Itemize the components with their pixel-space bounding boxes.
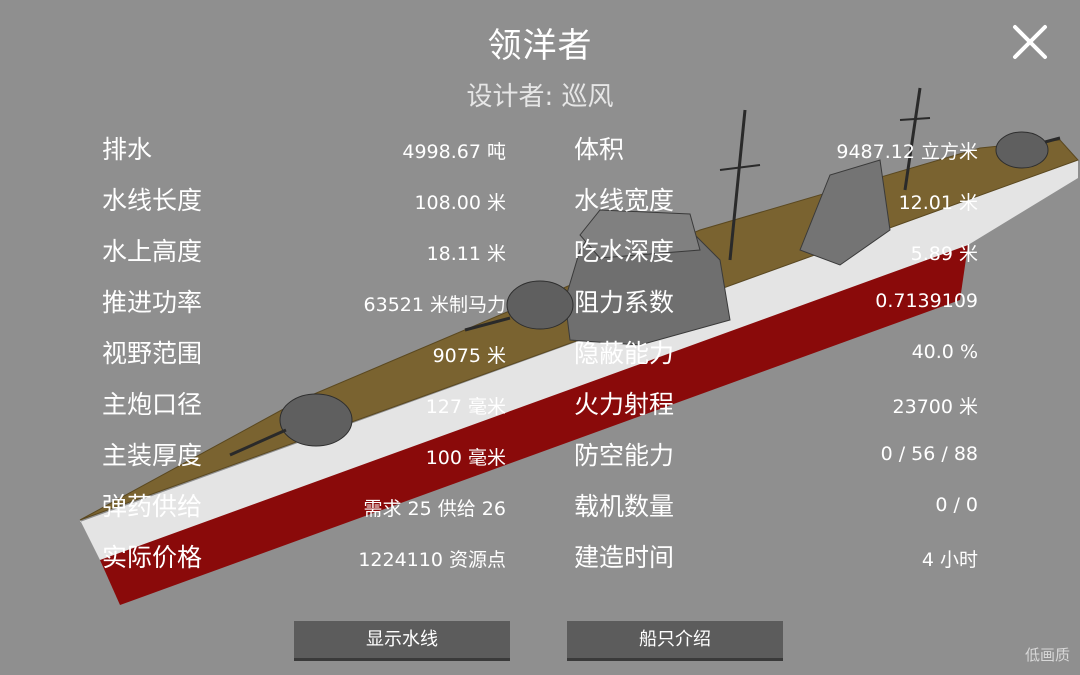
rear-structure [799, 159, 891, 266]
stat-anti-air: 防空能力 0 / 56 / 88 [574, 436, 978, 476]
ship-name: 领洋者 [487, 26, 593, 66]
stat-label: 视野范围 [102, 339, 203, 368]
stat-label: 推进功率 [102, 288, 203, 317]
stat-value: 127 毫米 [425, 396, 506, 418]
close-icon [1013, 25, 1047, 59]
stat-value: 9487.12 立方米 [836, 141, 978, 163]
stat-actual-price: 实际价格 1224110 资源点 [102, 538, 506, 578]
stat-label: 阻力系数 [574, 288, 675, 317]
stat-propulsion-power: 推进功率 63521 米制马力 [102, 283, 506, 323]
stat-value: 40.0 % [911, 341, 978, 363]
stat-draft: 吃水深度 5.89 米 [574, 232, 978, 272]
stat-value: 5.89 米 [910, 243, 978, 265]
stat-fire-range: 火力射程 23700 米 [574, 385, 978, 425]
ship-intro-button[interactable]: 船只介绍 [567, 621, 783, 661]
close-button[interactable] [1010, 22, 1050, 62]
stat-value: 12.01 米 [898, 192, 978, 214]
stat-drag-coefficient: 阻力系数 0.7139109 [574, 283, 978, 323]
stat-label: 吃水深度 [574, 237, 675, 266]
stat-view-range: 视野范围 9075 米 [102, 334, 506, 374]
stat-label: 防空能力 [574, 441, 675, 470]
aft-turret [995, 131, 1049, 169]
stat-label: 载机数量 [574, 492, 675, 521]
designer-label: 设计者: 巡风 [466, 82, 614, 112]
quality-label: 低画质 [1024, 646, 1070, 664]
stat-label: 体积 [574, 135, 625, 164]
forward-turret-a [279, 393, 353, 447]
stat-waterline-length: 水线长度 108.00 米 [102, 181, 506, 221]
show-waterline-button[interactable]: 显示水线 [294, 621, 510, 661]
stat-value: 1224110 资源点 [358, 549, 506, 571]
stat-value: 18.11 米 [426, 243, 506, 265]
stat-value: 0.7139109 [875, 290, 978, 312]
stat-waterline-beam: 水线宽度 12.01 米 [574, 181, 978, 221]
stat-label: 隐蔽能力 [574, 339, 675, 368]
stat-value: 4 小时 [921, 549, 978, 571]
stat-value: 108.00 米 [414, 192, 506, 214]
stat-main-gun-caliber: 主炮口径 127 毫米 [102, 385, 506, 425]
stat-label: 主装厚度 [102, 441, 203, 470]
stat-label: 火力射程 [574, 390, 675, 419]
stat-label: 建造时间 [574, 543, 675, 572]
fore-mast [728, 109, 747, 261]
stat-aircraft-count: 载机数量 0 / 0 [574, 487, 978, 527]
stat-value: 4998.67 吨 [402, 141, 506, 163]
hull-red [100, 245, 968, 605]
stat-label: 主炮口径 [102, 390, 203, 419]
stat-value: 0 / 56 / 88 [880, 443, 978, 465]
forward-turret-b [506, 280, 574, 330]
aft-mast [903, 87, 922, 191]
stat-displacement: 排水 4998.67 吨 [102, 130, 506, 170]
stat-label: 水上高度 [102, 237, 203, 266]
stat-value: 需求 25 供给 26 [363, 498, 506, 520]
bridge [579, 209, 701, 259]
stat-build-time: 建造时间 4 小时 [574, 538, 978, 578]
stat-label: 实际价格 [102, 543, 203, 572]
stat-value: 9075 米 [432, 345, 506, 367]
stat-label: 水线长度 [102, 186, 203, 215]
stat-concealment: 隐蔽能力 40.0 % [574, 334, 978, 374]
stat-label: 排水 [102, 135, 153, 164]
stat-value: 63521 米制马力 [363, 294, 506, 316]
stat-value: 100 毫米 [425, 447, 506, 469]
stat-height-above-water: 水上高度 18.11 米 [102, 232, 506, 272]
stat-value: 23700 米 [892, 396, 978, 418]
stat-label: 弹药供给 [102, 492, 203, 521]
stat-volume: 体积 9487.12 立方米 [574, 130, 978, 170]
stat-main-armor: 主装厚度 100 毫米 [102, 436, 506, 476]
stat-ammo-supply: 弹药供给 需求 25 供给 26 [102, 487, 506, 527]
stat-value: 0 / 0 [935, 494, 978, 516]
stat-label: 水线宽度 [574, 186, 675, 215]
